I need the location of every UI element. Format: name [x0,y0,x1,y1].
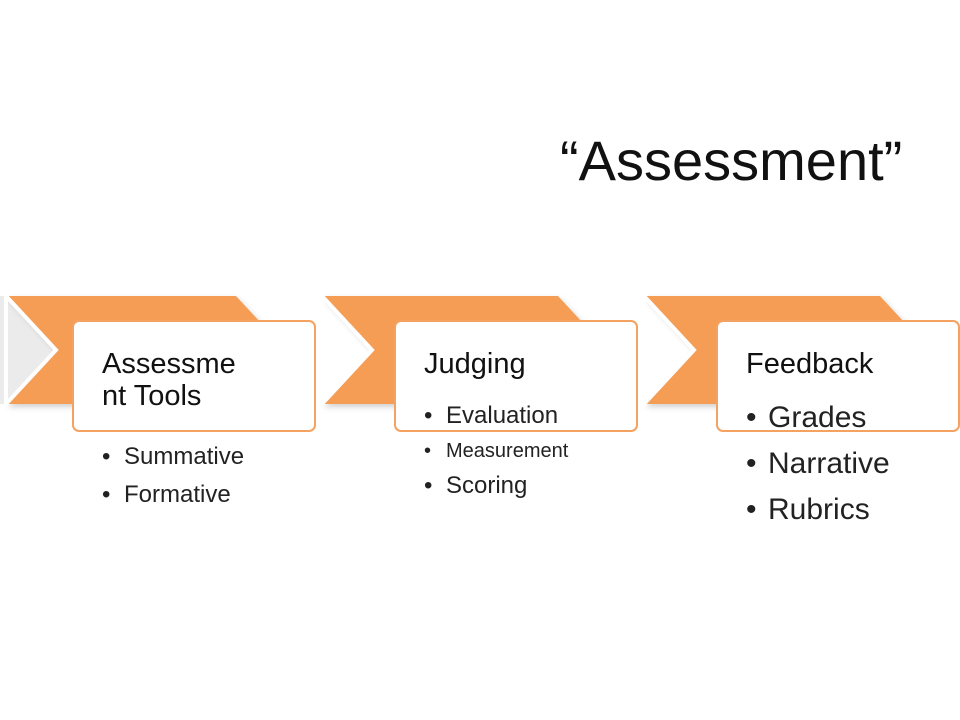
slide-title: “Assessment” [560,129,903,192]
bullet-item: Evaluation [422,399,568,433]
stage-title: Assessme nt Tools [102,348,302,413]
stage-title: Feedback [746,348,874,380]
bullet-item: Narrative [744,441,890,487]
bullet-item: Rubrics [744,487,890,533]
stage-bullets-judging: Evaluation Measurement Scoring [422,399,568,503]
bullet-item: Measurement [422,433,568,469]
stage-bullets-feedback: Grades Narrative Rubrics [744,395,890,533]
stage-title-line-1: Assessme [102,348,236,380]
stage-title-line-2: nt Tools [102,380,202,413]
stage-bullets-assessment-tools: Summative Formative [100,438,244,514]
bullet-item: Scoring [422,469,568,503]
bullet-item: Summative [100,438,244,476]
stage-title: Judging [424,348,526,380]
bullet-item: Grades [744,395,890,441]
stage-card-assessment-tools: Assessme nt Tools [72,320,316,432]
bullet-item: Formative [100,476,244,514]
